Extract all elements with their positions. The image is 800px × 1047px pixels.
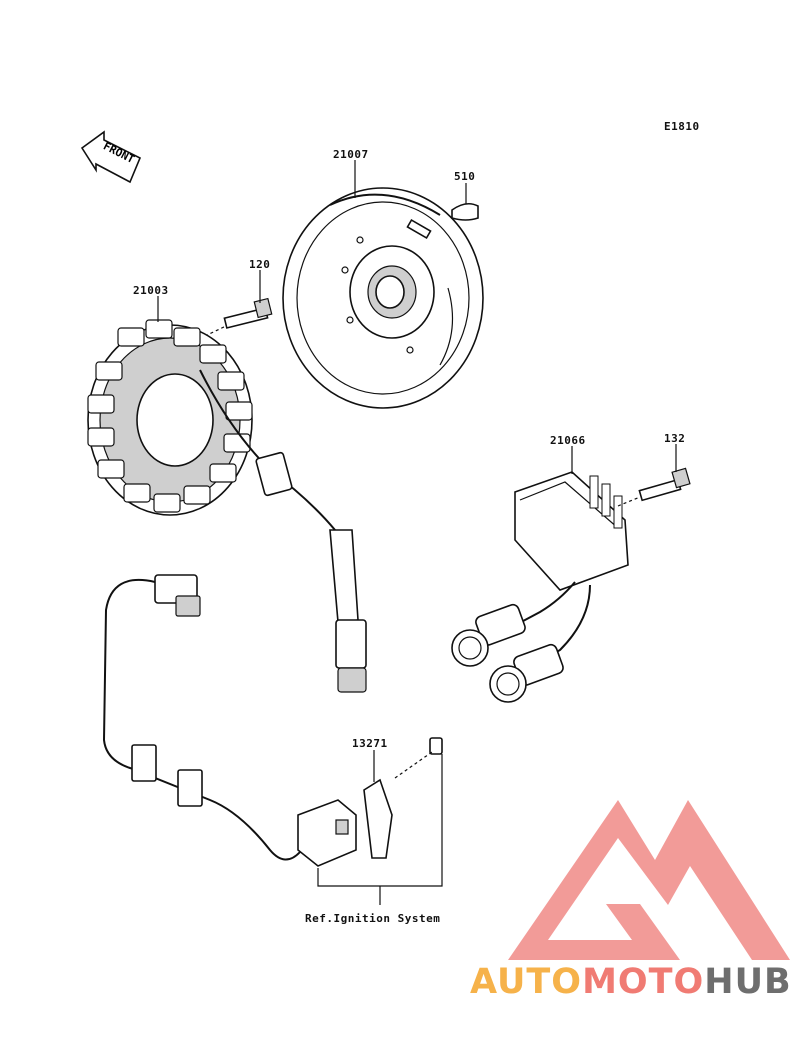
woodruff-key — [451, 202, 479, 221]
part-label-120: 120 — [249, 258, 271, 271]
bolt-132 — [617, 467, 691, 507]
watermark-moto: MOTO — [582, 962, 705, 1002]
watermark-hub: HUB — [704, 962, 792, 1002]
part-label-13271: 13271 — [352, 737, 388, 750]
watermark-auto: AUTO — [470, 962, 583, 1002]
part-label-132: 132 — [664, 432, 686, 445]
logo-shape — [508, 800, 790, 960]
part-label-21003: 21003 — [133, 284, 169, 297]
part-label-21007: 21007 — [333, 148, 369, 161]
front-arrow-icon: FRONT — [80, 130, 142, 184]
part-label-510: 510 — [454, 170, 476, 183]
rotor-flywheel — [282, 187, 484, 409]
automotohub-logo-icon — [508, 800, 790, 960]
bolt-120 — [204, 297, 273, 337]
regulator-rectifier — [451, 471, 629, 703]
part-label-21066: 21066 — [550, 434, 586, 447]
diagram-code: E1810 — [664, 120, 700, 133]
watermark-text: AUTOMOTOHUB — [470, 962, 792, 1002]
pickup-coil-harness — [102, 574, 443, 867]
reference-note: Ref.Ignition System — [305, 912, 441, 925]
stator — [87, 319, 367, 693]
leader-lines — [157, 160, 677, 905]
